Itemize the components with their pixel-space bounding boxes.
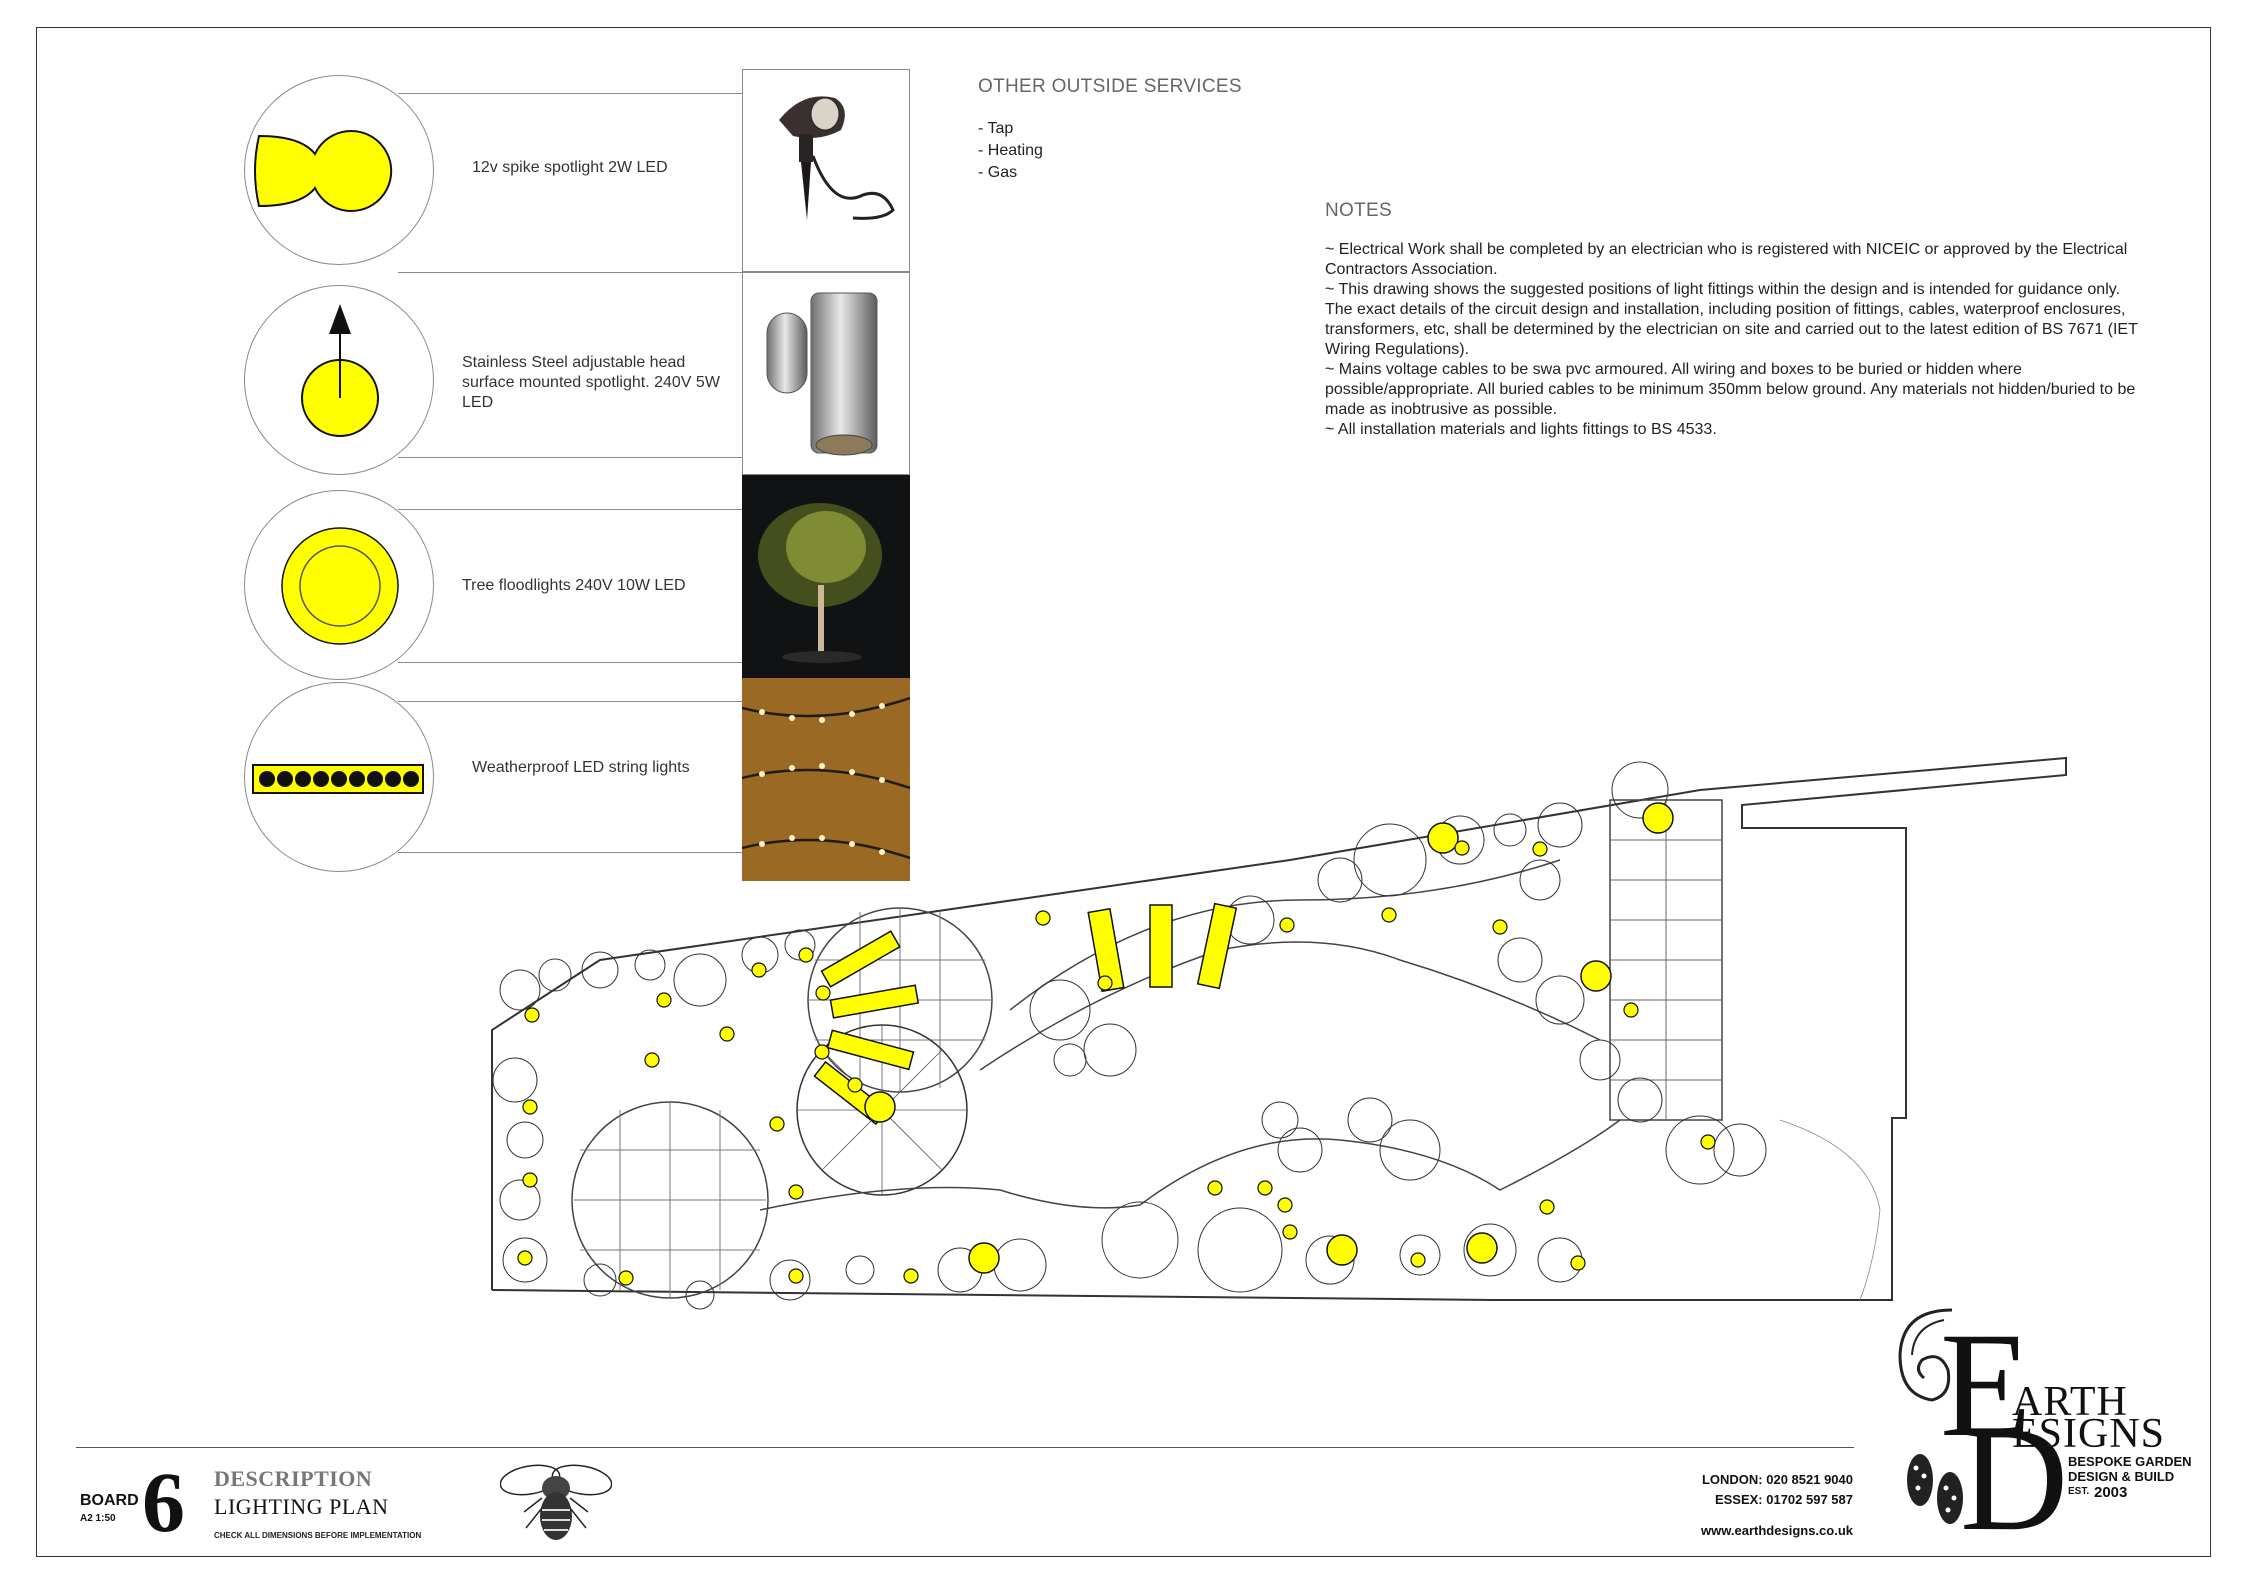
service-item: - Tap: [978, 120, 1014, 137]
service-item: - Heating: [978, 142, 1043, 159]
services-list: - Tap - Heating - Gas: [978, 118, 1043, 184]
description-label: DESCRIPTION: [214, 1466, 373, 1491]
legend-label: 12v spike spotlight 2W LED: [472, 159, 668, 176]
logo-arth: ARTH: [2012, 1379, 2128, 1425]
logo-year: 2003: [2094, 1484, 2128, 1501]
legend-symbol-adjustable-spotlight: [244, 285, 434, 475]
notes-title: NOTES: [1325, 200, 1392, 221]
legend-rule: [398, 701, 742, 702]
phone-london: LONDON: 020 8521 9040: [1701, 1472, 1853, 1487]
logo-letter-d: D: [1960, 1396, 2069, 1562]
legend-label: Stainless Steel adjustable head surface …: [462, 354, 720, 411]
logo-est: EST.: [2068, 1486, 2090, 1497]
spike-spotlights: [517, 840, 1716, 1286]
photo-string-lights: [742, 678, 910, 881]
logo-tagline: BESPOKE GARDEN: [2068, 1454, 2192, 1469]
drawing-frame: [36, 27, 2211, 1557]
note-paragraph: ~ Mains voltage cables to be swa pvc arm…: [1325, 361, 2136, 418]
phone-essex: ESSEX: 01702 597 587: [1714, 1492, 1853, 1507]
planting: [492, 761, 1767, 1310]
legend-rule: [398, 509, 742, 510]
board-label: BOARD: [80, 1492, 139, 1509]
garden-path: [979, 941, 1601, 1071]
legend-rule: [398, 93, 742, 94]
board-scale: A2 1:50: [80, 1513, 116, 1524]
footprints-icon: [1907, 1454, 1963, 1524]
legend-label: Tree floodlights 240V 10W LED: [462, 577, 686, 594]
logo-tagline: DESIGN & BUILD: [2068, 1469, 2175, 1484]
site-boundary: [491, 756, 2067, 1301]
legend-rule: [398, 272, 742, 273]
logo-flourish-icon: [1898, 1308, 1953, 1402]
string-lights: [813, 902, 1238, 1126]
services-title: OTHER OUTSIDE SERVICES: [978, 76, 1242, 97]
website-link[interactable]: www.earthdesigns.co.uk: [1701, 1523, 1853, 1538]
logo-esigns: ESIGNS: [2012, 1411, 2166, 1457]
photo-tree-floodlight: [742, 475, 910, 678]
photo-adjustable-spotlight: [742, 272, 910, 475]
service-item: - Gas: [978, 164, 1018, 181]
legend-rule: [398, 457, 742, 458]
photo-spike-spotlight: [742, 69, 910, 272]
titleblock-rule: [76, 1447, 1854, 1448]
board-number: 6: [142, 1454, 185, 1550]
description-value: LIGHTING PLAN: [214, 1494, 389, 1519]
legend-label: Weatherproof LED string lights: [472, 759, 690, 776]
adjustable-spotlights: [814, 985, 1298, 1240]
note-paragraph: ~ Electrical Work shall be completed by …: [1325, 241, 2128, 278]
check-dimensions-note: CHECK ALL DIMENSIONS BEFORE IMPLEMENTATI…: [214, 1531, 422, 1540]
legend-symbol-spike-spotlight: [244, 75, 434, 265]
note-paragraph: ~ All installation materials and lights …: [1325, 421, 1717, 438]
legend-rule: [398, 662, 742, 663]
tree-floodlights: [864, 802, 1674, 1274]
logo-letter-e: E: [1940, 1302, 2032, 1468]
bee-icon: [500, 1464, 612, 1540]
note-paragraph: ~ This drawing shows the suggested posit…: [1325, 281, 2138, 358]
garden-path: [759, 1119, 1621, 1211]
legend-rule: [398, 852, 742, 853]
legend-symbol-string-lights: [244, 682, 434, 872]
paved-circle-grid: [574, 1102, 766, 1298]
notes-body: ~ Electrical Work shall be completed by …: [1325, 240, 2145, 440]
terrace-paving: [1610, 800, 1722, 1120]
site-boundary: [491, 1289, 1493, 1301]
legend-symbol-tree-floodlight: [244, 490, 434, 680]
planting-outline: [1779, 1119, 1881, 1301]
